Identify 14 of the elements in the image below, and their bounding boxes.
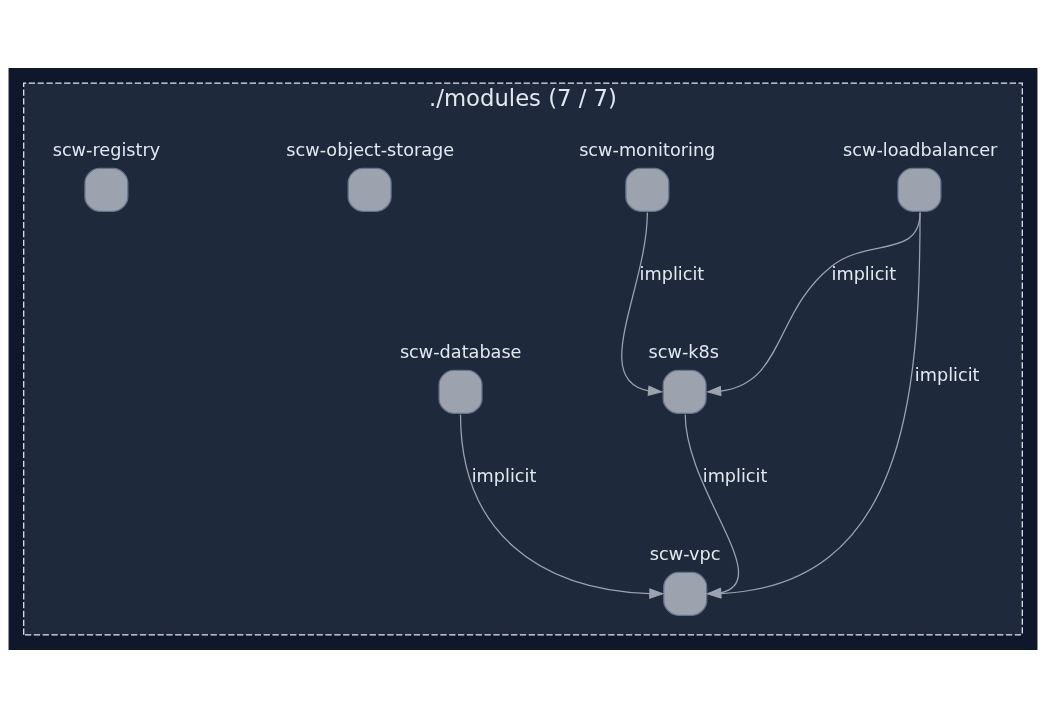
node-label: scw-loadbalancer (843, 139, 998, 160)
arrow (459, 413, 665, 599)
edge-label: implicit (702, 466, 768, 487)
edge-label: implicit (914, 365, 980, 386)
node-label: scw-k8s (648, 341, 719, 362)
edge-label: implicit (471, 466, 537, 487)
node-label: scw-database (399, 341, 522, 362)
node-label: scw-registry (52, 139, 161, 160)
edge-label: implicit (639, 264, 705, 285)
arrow (621, 211, 664, 397)
edge-label: implicit (831, 264, 897, 285)
node-label: scw-monitoring (579, 139, 716, 160)
node-label: scw-object-storage (286, 139, 455, 160)
node-label: scw-vpc (649, 543, 721, 564)
